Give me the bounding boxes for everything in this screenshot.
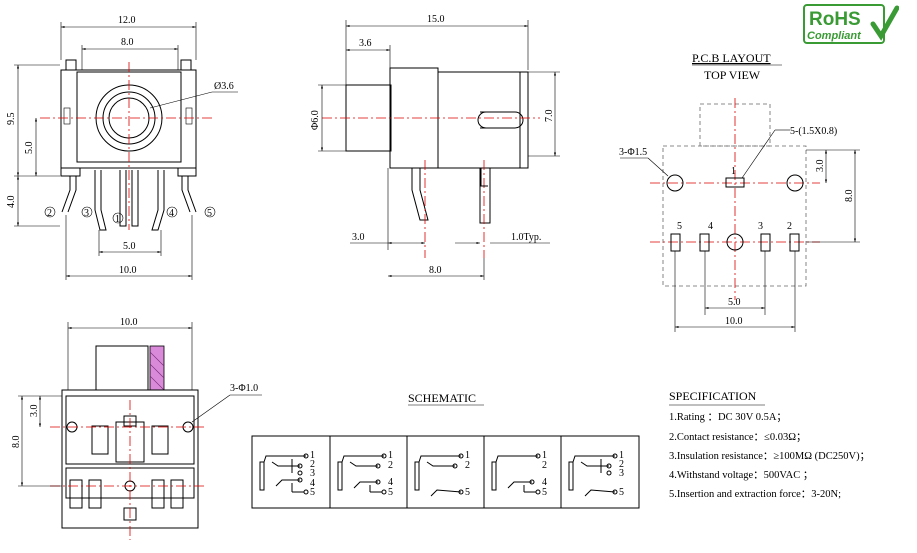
schematic: SCHEMATIC 1 2 3 4 5 — [251, 391, 640, 509]
rohs-subtitle: Compliant — [807, 30, 862, 42]
schematic-cell-4-label-1: 1 — [542, 450, 547, 461]
front-dim-width-inner: 8.0 — [121, 37, 134, 48]
rohs-badge: RoHS Compliant — [803, 4, 900, 44]
schematic-cell-4: 1 2 4 5 — [491, 450, 547, 498]
schematic-cell-2-label-4: 4 — [388, 477, 393, 488]
pcb-dim-slots: 5-(1.5X0.8) — [790, 126, 837, 137]
schematic-cell-2-label-2: 2 — [388, 460, 393, 471]
schematic-cell-5: 1 2 3 5 — [568, 450, 624, 498]
bottom-view: 10.0 3-Φ1.0 3.0 8.0 — [11, 317, 262, 540]
pcb-pin-label-5: 5 — [677, 221, 682, 232]
pcb-dim-height: 8.0 — [844, 190, 855, 203]
pcb-pin-label-2: 2 — [787, 221, 792, 232]
side-dim-height: 7.0 — [544, 110, 555, 123]
bottom-dim-height: 8.0 — [11, 436, 22, 449]
schematic-title: SCHEMATIC — [408, 391, 476, 405]
schematic-cell-5-label-2: 2 — [619, 459, 624, 470]
schematic-cell-1: 1 2 3 4 5 — [259, 450, 315, 498]
schematic-cell-1-label-3: 3 — [310, 468, 315, 479]
pcb-dim-holes: 3-Φ1.5 — [619, 147, 647, 158]
pin-label-2: 2 — [47, 208, 52, 219]
bottom-dim-offset: 3.0 — [29, 405, 40, 418]
pcb-dim-pin-spacing: 5.0 — [728, 297, 741, 308]
specification-title: SPECIFICATION — [669, 389, 757, 403]
front-dim-width-top: 12.0 — [118, 15, 136, 26]
schematic-cell-3-label-2: 2 — [465, 460, 470, 471]
front-dim-pin-spacing: 5.0 — [123, 241, 136, 252]
schematic-cell-3: 1 2 5 — [414, 450, 470, 498]
pin-label-4: 4 — [169, 208, 174, 219]
front-dim-hole: Ø3.6 — [214, 81, 234, 92]
side-dim-front: 3.6 — [359, 38, 372, 49]
schematic-cell-2-label-1: 1 — [388, 450, 393, 461]
front-dim-height: 9.5 — [6, 113, 17, 126]
front-pin-labels: 1 2 3 4 5 — [44, 206, 216, 225]
schematic-cell-4-label-5: 5 — [542, 487, 547, 498]
pcb-layout-subtitle: TOP VIEW — [704, 68, 761, 82]
pin-label-5: 5 — [207, 208, 212, 219]
schematic-cell-5-label-1: 1 — [619, 450, 624, 461]
schematic-cell-4-label-2: 2 — [542, 460, 547, 471]
side-dim-pin-span: 8.0 — [429, 265, 442, 276]
pin-label-3: 3 — [84, 208, 89, 219]
pcb-pin-label-4: 4 — [708, 221, 713, 232]
side-dim-pin-thickness: 1.0Typ. — [511, 232, 541, 243]
schematic-cell-5-label-5: 5 — [619, 487, 624, 498]
specification-item-1: 1.Rating ：DC 30V 0.5A； — [669, 412, 787, 423]
specification-item-5: 5.Insertion and extraction force：3-20N; — [669, 489, 842, 500]
schematic-cell-1-label-5: 5 — [310, 487, 315, 498]
schematic-cell-1-label-2: 2 — [310, 459, 315, 470]
pcb-pin-label-1: 1 — [731, 166, 736, 177]
schematic-cell-2: 1 2 4 5 — [337, 450, 393, 498]
front-dim-leg: 4.0 — [6, 196, 17, 209]
side-dim-diameter: Φ6.0 — [310, 110, 321, 130]
schematic-cell-1-label-1: 1 — [310, 450, 315, 461]
side-view: 15.0 3.6 Φ6.0 7.0 3.0 — [310, 14, 560, 280]
specification-item-4: 4.Withstand voltage：500VAC ； — [669, 470, 814, 481]
front-view: 12.0 8.0 Ø3.6 — [6, 15, 238, 280]
pcb-dim-offset: 3.0 — [815, 160, 826, 173]
schematic-cell-3-label-5: 5 — [465, 487, 470, 498]
front-dim-pin-span: 10.0 — [119, 265, 137, 276]
schematic-cell-1-label-4: 4 — [310, 478, 315, 489]
pcb-dim-width: 10.0 — [725, 316, 743, 327]
schematic-cell-5-label-3: 3 — [619, 468, 624, 479]
schematic-cell-4-label-4: 4 — [542, 477, 547, 488]
rohs-title: RoHS — [809, 9, 861, 30]
pcb-layout: P.C.B LAYOUT TOP VIEW 1 5 4 3 2 5-(1.5X0… — [619, 51, 860, 332]
bottom-dim-holes: 3-Φ1.0 — [230, 383, 258, 394]
schematic-cell-3-label-1: 1 — [465, 450, 470, 461]
schematic-cell-2-label-5: 5 — [388, 487, 393, 498]
front-dim-center: 5.0 — [24, 142, 35, 155]
pcb-pin-label-3: 3 — [758, 221, 763, 232]
checkmark-icon — [870, 5, 900, 41]
side-dim-length: 15.0 — [427, 14, 445, 25]
pcb-layout-title: P.C.B LAYOUT — [692, 51, 771, 65]
pin-label-1: 1 — [115, 214, 120, 225]
bottom-dim-width: 10.0 — [120, 317, 138, 328]
side-dim-pin-offset: 3.0 — [352, 232, 365, 243]
specification-item-2: 2.Contact resistance：≤0.03Ω； — [669, 432, 807, 443]
specification-item-3: 3.Insulation resistance：≥100MΩ (DC250V)； — [669, 451, 871, 462]
